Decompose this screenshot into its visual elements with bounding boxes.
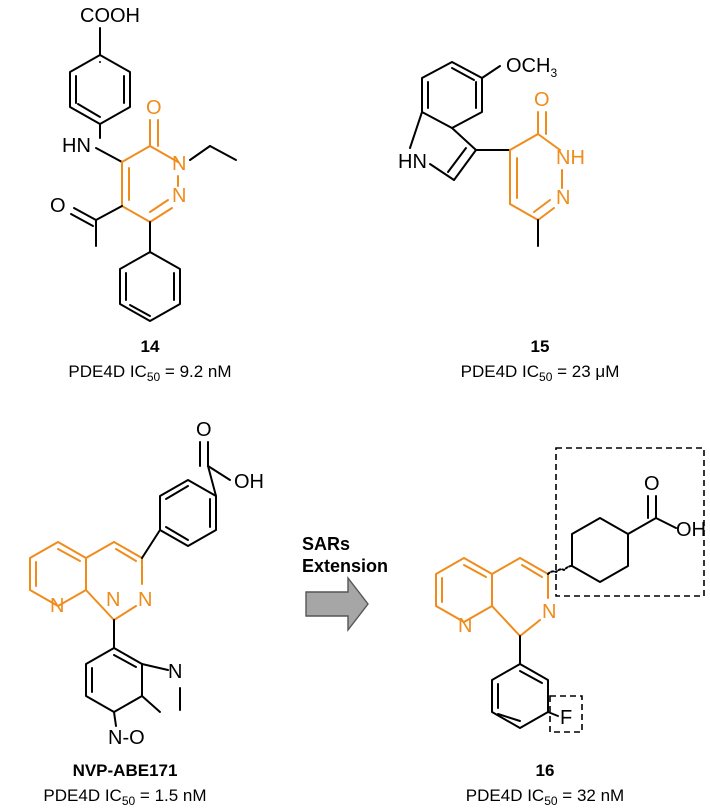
structure-nvp-abe171: N N N O OH N N-O — [29, 419, 264, 749]
structure-compound-16: N N O OH F — [435, 447, 706, 733]
atom-oh-abe: OH — [234, 471, 264, 493]
phenyl-ring-14 — [119, 251, 181, 322]
compound-id-nvp-abe171: NVP-ABE171 — [73, 761, 178, 780]
arrow-label-line1: SARs — [302, 534, 350, 554]
atom-hn-indole: HN — [398, 151, 427, 173]
arrow-label-line2: Extension — [302, 556, 388, 576]
naphthyridine-ring-left-16 — [435, 557, 493, 623]
atom-acid-o-16: O — [644, 473, 660, 495]
reaction-arrow — [305, 575, 369, 633]
benzoxadiazole-ring — [85, 647, 143, 713]
atom-n-right-16: N — [542, 601, 556, 623]
benzoic-ring-abe — [159, 479, 217, 547]
atom-hn: HN — [62, 135, 91, 157]
activity-16: PDE4D IC50 = 32 nM — [466, 786, 624, 808]
atom-n-o-oxadiazole: N-O — [108, 727, 145, 749]
activity-14: PDE4D IC50 = 9.2 nM — [68, 362, 231, 384]
atom-n-left-abe: N — [50, 595, 64, 617]
atom-carbonyl-o-15: O — [534, 89, 550, 111]
fluorophenyl-ring — [491, 663, 549, 729]
cyclohexane-ring — [571, 517, 629, 583]
benzoic-acid-ring — [69, 54, 131, 125]
indole-benzene-ring — [421, 61, 483, 129]
structure-compound-14: COOH HN O N N O — [50, 5, 237, 322]
atom-n-15: N — [556, 187, 570, 209]
atom-n2-14: N — [172, 185, 186, 207]
structure-compound-15: OCH3 HN O NH N — [398, 55, 585, 247]
atom-cooh: COOH — [80, 5, 140, 27]
atom-carbonyl-o-14: O — [146, 97, 162, 119]
atom-n-left-16: N — [458, 615, 472, 637]
atom-n-peri-abe: N — [106, 589, 120, 611]
atom-n1-14: N — [172, 153, 186, 175]
atom-n-oxadiazole-1: N — [168, 661, 182, 683]
atom-f: F — [560, 707, 572, 729]
atom-acetyl-o: O — [50, 195, 66, 217]
atom-oh-16: OH — [676, 519, 706, 541]
atom-n-right-abe: N — [138, 589, 152, 611]
compound-id-16: 16 — [536, 761, 555, 780]
highlight-box-acid — [555, 447, 705, 597]
compound-id-14: 14 — [141, 337, 160, 356]
highlight-box-fluorine — [549, 695, 583, 733]
activity-15: PDE4D IC50 = 23 μM — [461, 362, 620, 384]
compound-id-15: 15 — [531, 337, 550, 356]
atom-och3: OCH3 — [506, 55, 557, 80]
atom-acid-o-abe: O — [196, 419, 212, 441]
atom-nh-15: NH — [556, 147, 585, 169]
activity-nvp-abe171: PDE4D IC50 = 1.5 nM — [43, 786, 206, 808]
